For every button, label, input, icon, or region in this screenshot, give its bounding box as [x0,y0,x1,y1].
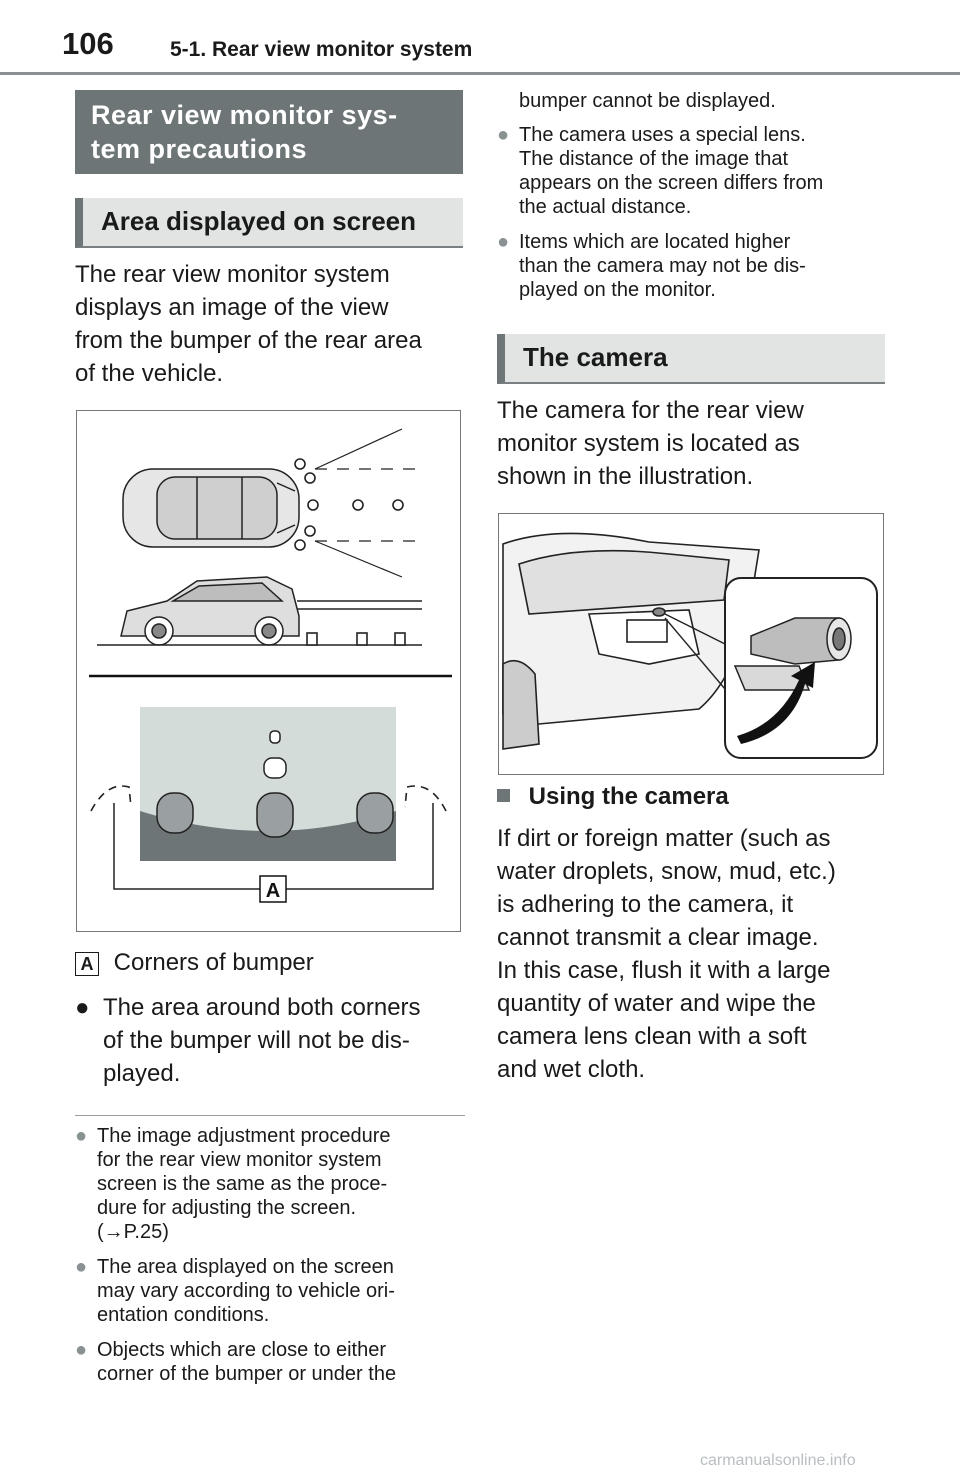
sensor-markers-top [294,458,404,551]
page-header: 106 5-1. Rear view monitor system [0,0,960,76]
note-line: played on the monitor. [519,279,716,301]
camera-unit [733,617,852,691]
note-line: entation conditions. [97,1304,270,1326]
car-top-view [122,468,300,548]
using-line: cannot transmit a clear image. [497,924,819,951]
note-item: ● The image adjustment procedure for the… [75,1124,467,1244]
intro-line: from the bumper of the rear area [75,327,422,354]
notes-divider [75,1115,465,1116]
note-line: (→P.25) [97,1221,169,1243]
figure-label-box [259,875,287,903]
using-camera-heading-text: Using the camera [528,783,729,810]
camera-line: monitor system is located as [497,430,800,457]
camera-line: The camera for the rear view [497,397,804,424]
intro-line: displays an image of the view [75,294,389,321]
camera-text: The camera for the rear view monitor sys… [497,394,887,493]
note-line: dure for adjusting the screen. [97,1197,357,1219]
callout-lines [664,613,726,690]
using-line: If dirt or foreign matter (such as [497,825,831,852]
note-bullet: ● [497,124,510,146]
legend-row: A Corners of bumper [75,946,465,979]
bullet-line: played. [103,1060,181,1087]
bullet-line: of the bumper will not be dis- [103,1027,410,1054]
note-line: The image adjustment procedure [97,1125,391,1147]
note-line: the actual distance. [519,196,692,218]
using-line: water droplets, snow, mud, etc.) [497,858,836,885]
note-line: Objects which are close to either [97,1339,387,1361]
note-line: appears on the screen differs from [519,172,824,194]
square-bullet-icon [497,789,510,802]
camera-arrow [737,662,815,744]
legend-label: A [75,952,99,976]
note-line: The camera uses a special lens. [519,124,806,146]
note-item: ● The area displayed on the screen may v… [75,1255,467,1327]
view-lines-top [314,428,422,578]
note-line: screen is the same as the proce- [97,1173,388,1195]
using-line: is adhering to the camera, it [497,891,794,918]
note-line: may vary according to vehicle ori- [97,1280,395,1302]
bullet-item: ● The area around both corners of the bu… [75,991,465,1090]
note-item: ● Objects which are close to either corn… [75,1338,467,1386]
note-continued: bumper cannot be displayed. [497,89,889,113]
camera-illustration [502,532,878,759]
note-bullet: ● [75,1256,88,1278]
using-line: In this case, flush it with a large [497,957,831,984]
using-line: and wet cloth. [497,1056,646,1083]
bullet-line: The area around both corners [103,994,421,1021]
note-bullet: ● [75,1339,88,1361]
header-rule [0,72,960,75]
car-side-view [97,576,422,646]
camera-line: shown in the illustration. [497,463,754,490]
camera-figure [498,513,884,775]
note-item: ● The camera uses a special lens. The di… [497,123,889,219]
note-line: bumper cannot be displayed. [519,90,776,112]
intro-text: The rear view monitor system displays an… [75,258,465,390]
ground-markers [306,632,406,646]
using-line: camera lens clean with a soft [497,1023,807,1050]
using-line: quantity of water and wipe the [497,990,816,1017]
area-display-illustration: A [89,428,452,903]
area-display-figure: A [76,410,461,932]
note-line: The distance of the image that [519,148,789,170]
intro-line: The rear view monitor system [75,261,390,288]
legend-text: Corners of bumper [113,949,314,976]
camera-banner: The camera [497,334,885,384]
page-number: 106 [62,26,114,61]
note-item: ● Items which are located higher than th… [497,230,889,302]
note-line: than the camera may not be dis- [519,255,806,277]
bullet-dot: ● [75,994,90,1021]
bumper-corner-markers [90,785,447,812]
note-bullet: ● [497,231,510,253]
note-bullet: ● [75,1125,88,1147]
intro-line: of the vehicle. [75,360,224,387]
monitor-objects [156,730,394,838]
section-title: 5-1. Rear view monitor system [170,38,473,61]
precautions-banner-line2: tem precautions [91,134,308,164]
note-line: corner of the bumper or under the [97,1363,397,1385]
note-line: Items which are located higher [519,231,791,253]
using-camera-heading: Using the camera [497,780,887,813]
precautions-banner-line1: Rear view monitor sys- [91,100,398,130]
note-line: The area displayed on the screen [97,1256,394,1278]
area-displayed-banner: Area displayed on screen [75,198,463,248]
using-camera-text: If dirt or foreign matter (such as water… [497,822,887,1086]
precautions-banner: Rear view monitor sys- tem precautions [75,90,463,174]
figure-label: A [266,880,280,902]
note-line: for the rear view monitor system [97,1149,382,1171]
site-watermark: carmanualsonline.info [700,1452,856,1469]
vehicle-rear [502,532,760,750]
